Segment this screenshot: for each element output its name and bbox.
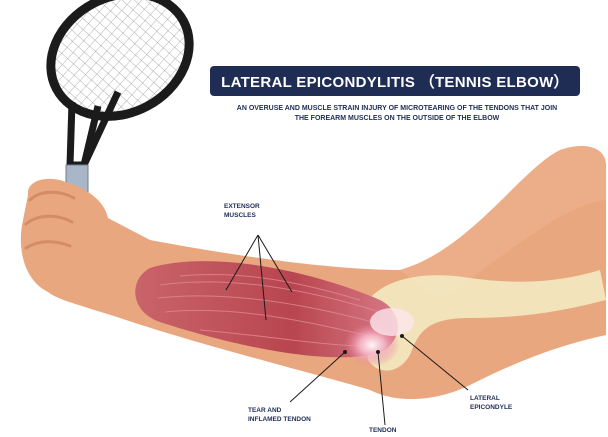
label-lateral-epicondyle: LATERAL EPICONDYLE: [470, 394, 512, 412]
arm: [21, 146, 606, 399]
label-tear-inflamed-tendon: TEAR AND INFLAMED TENDON: [248, 406, 311, 424]
subtitle: AN OVERUSE AND MUSCLE STRAIN INJURY OF M…: [232, 104, 562, 124]
tennis-racket-icon: [29, 0, 211, 193]
label-extensor-muscles: EXTENSOR MUSCLES: [224, 202, 260, 220]
label-tendon: TENDON: [369, 426, 396, 435]
page-title: LATERAL EPICONDYLITIS （TENNIS ELBOW）: [210, 66, 580, 96]
